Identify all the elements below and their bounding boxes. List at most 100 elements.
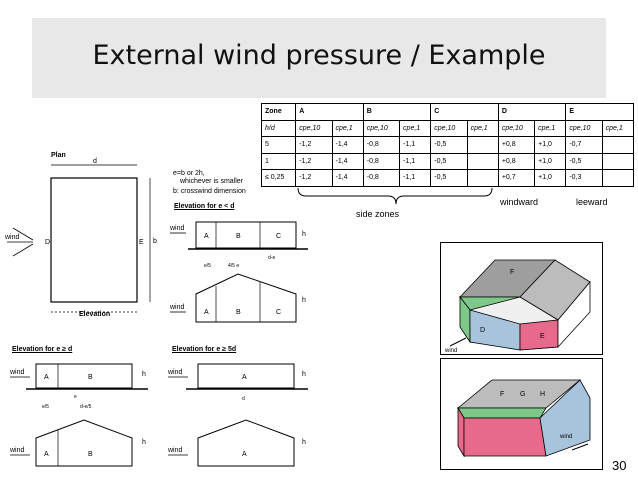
note-whichever: whichever is smaller (180, 178, 244, 185)
table-cell: 1 (260, 152, 297, 170)
table-cell: -1,1 (399, 169, 432, 187)
table-cell: -0,8 (362, 152, 401, 170)
wind-label: wind (169, 304, 185, 311)
note-crosswind: b: crosswind dimension (173, 188, 246, 195)
table-cell: -1,2 (295, 152, 333, 170)
h-label: h (302, 231, 306, 238)
table-cell: ≤ 0,25 (260, 169, 297, 187)
table-cell: cpe,1 (399, 119, 432, 137)
table-cell (466, 152, 499, 170)
table-cell: -0,7 (565, 136, 603, 154)
wind-label: wind (5, 234, 20, 241)
zone-A: A (242, 451, 247, 458)
plan-rectangle (50, 177, 138, 303)
dim-label: d-e/5 (80, 404, 92, 410)
table-cell: D (497, 103, 567, 121)
zone-A: A (44, 451, 49, 458)
table-cell: -1,4 (331, 136, 364, 154)
table-row: 5 -1,2 -1,4 -0,8 -1,1 -0,5 +0,8 +1,0 -0,… (260, 136, 635, 154)
dim-label: 4/5 e (228, 263, 239, 269)
side-zones-brace (297, 187, 493, 205)
plan-label: Plan (51, 152, 66, 159)
zone-label: G (520, 391, 525, 398)
table-cell: E (565, 103, 634, 121)
wind-label: wind (167, 369, 183, 376)
zone-C: C (276, 233, 281, 240)
side-zones-label: side zones (356, 209, 400, 219)
table-cell: +0,8 (497, 136, 536, 154)
isometric-building-top: D E F wind (440, 242, 603, 355)
elevation-e-ge-d-title: Elevation for e ≥ d (12, 346, 73, 353)
zone-label: E (540, 333, 545, 340)
table-cell: +1,0 (534, 136, 567, 154)
zone-A: A (242, 374, 247, 381)
zone-label: F (510, 269, 514, 276)
table-cell: +1,0 (534, 152, 567, 170)
table-cell: A (295, 103, 364, 121)
table-cell: cpe,1 (601, 119, 635, 137)
isometric-building-bottom: F G H wind (440, 358, 603, 470)
zone-B: B (88, 451, 93, 458)
zone-A: A (204, 233, 209, 240)
table-header-row: Zone A B C D E (260, 103, 634, 121)
elevation-e-ge-d-drawing: wind A B h e e/5 d-e/5 wind A B h (9, 363, 148, 467)
dim-label: e/5 (42, 404, 49, 410)
table-row: ≤ 0,25 -1,2 -1,4 -0,8 -1,1 -0,5 +0,7 +1,… (260, 169, 635, 187)
table-cell (466, 136, 499, 154)
table-cell: -1,1 (399, 136, 432, 154)
h-label: h (302, 371, 306, 378)
dim-label: e (74, 394, 77, 400)
zone-B: B (88, 374, 93, 381)
zone-B: B (236, 233, 241, 240)
table-cell: -0,5 (430, 136, 468, 154)
windward-label: windward (500, 197, 539, 207)
table-row: 1 -1,2 -1,4 -0,8 -1,1 -0,5 +0,8 +1,0 -0,… (260, 152, 635, 170)
elevation-e-ge-5d-title: Elevation for e ≥ 5d (172, 346, 237, 353)
table-cell: cpe,10 (497, 119, 536, 137)
note-e-rule: e=b or 2h, (173, 170, 205, 177)
table-cell: +0,7 (497, 169, 536, 187)
dim-label: d (242, 396, 245, 402)
zone-A: A (204, 309, 209, 316)
zone-A: A (44, 374, 49, 381)
wind-label: wind (559, 434, 572, 440)
leeward-label: leeward (576, 197, 608, 207)
zone-C: C (276, 309, 281, 316)
zone-label: H (540, 391, 545, 398)
plan-drawing: Plan d b D E wind Elevation (5, 152, 157, 318)
elevation-label: Elevation (79, 311, 110, 318)
table-cell: Zone (260, 103, 297, 121)
zone-B: B (236, 309, 241, 316)
table-cell: cpe,10 (362, 119, 401, 137)
dim-label: e/5 (204, 263, 211, 269)
table-cell: cpe,10 (430, 119, 468, 137)
table-cell (466, 169, 499, 187)
table-cell (601, 136, 635, 154)
wind-label: wind (9, 447, 25, 454)
dim-d-label: d (93, 158, 97, 165)
zone-label: D (480, 327, 485, 334)
table-cell: 5 (260, 136, 297, 154)
table-cell: cpe,10 (565, 119, 603, 137)
zone-D-label: D (45, 239, 50, 246)
dim-label: d-e (268, 255, 275, 261)
table-cell: C (430, 103, 499, 121)
table-cell: -1,2 (295, 136, 333, 154)
table-cell: -1,4 (331, 152, 364, 170)
table-cell: cpe,1 (331, 119, 364, 137)
table-cell: -0,5 (430, 152, 468, 170)
table-cell: cpe,10 (295, 119, 333, 137)
h-label: h (142, 439, 146, 446)
page-number: 30 (612, 458, 627, 473)
dim-b-label: b (153, 238, 157, 245)
table-cell: -1,4 (331, 169, 364, 187)
title-band: External wind pressure / Example (32, 18, 606, 98)
wind-label: wind (169, 225, 185, 232)
pressure-coefficient-table: Zone A B C D E h/d cpe,10 cpe,1 cpe,10 c… (260, 103, 635, 187)
table-cell: -0,5 (565, 152, 603, 170)
wind-label: wind (167, 447, 183, 454)
elevation-e-lt-d-title: Elevation for e < d (174, 203, 235, 210)
table-cell: cpe,1 (534, 119, 567, 137)
table-cell: -0,8 (362, 136, 401, 154)
h-label: h (302, 297, 306, 304)
